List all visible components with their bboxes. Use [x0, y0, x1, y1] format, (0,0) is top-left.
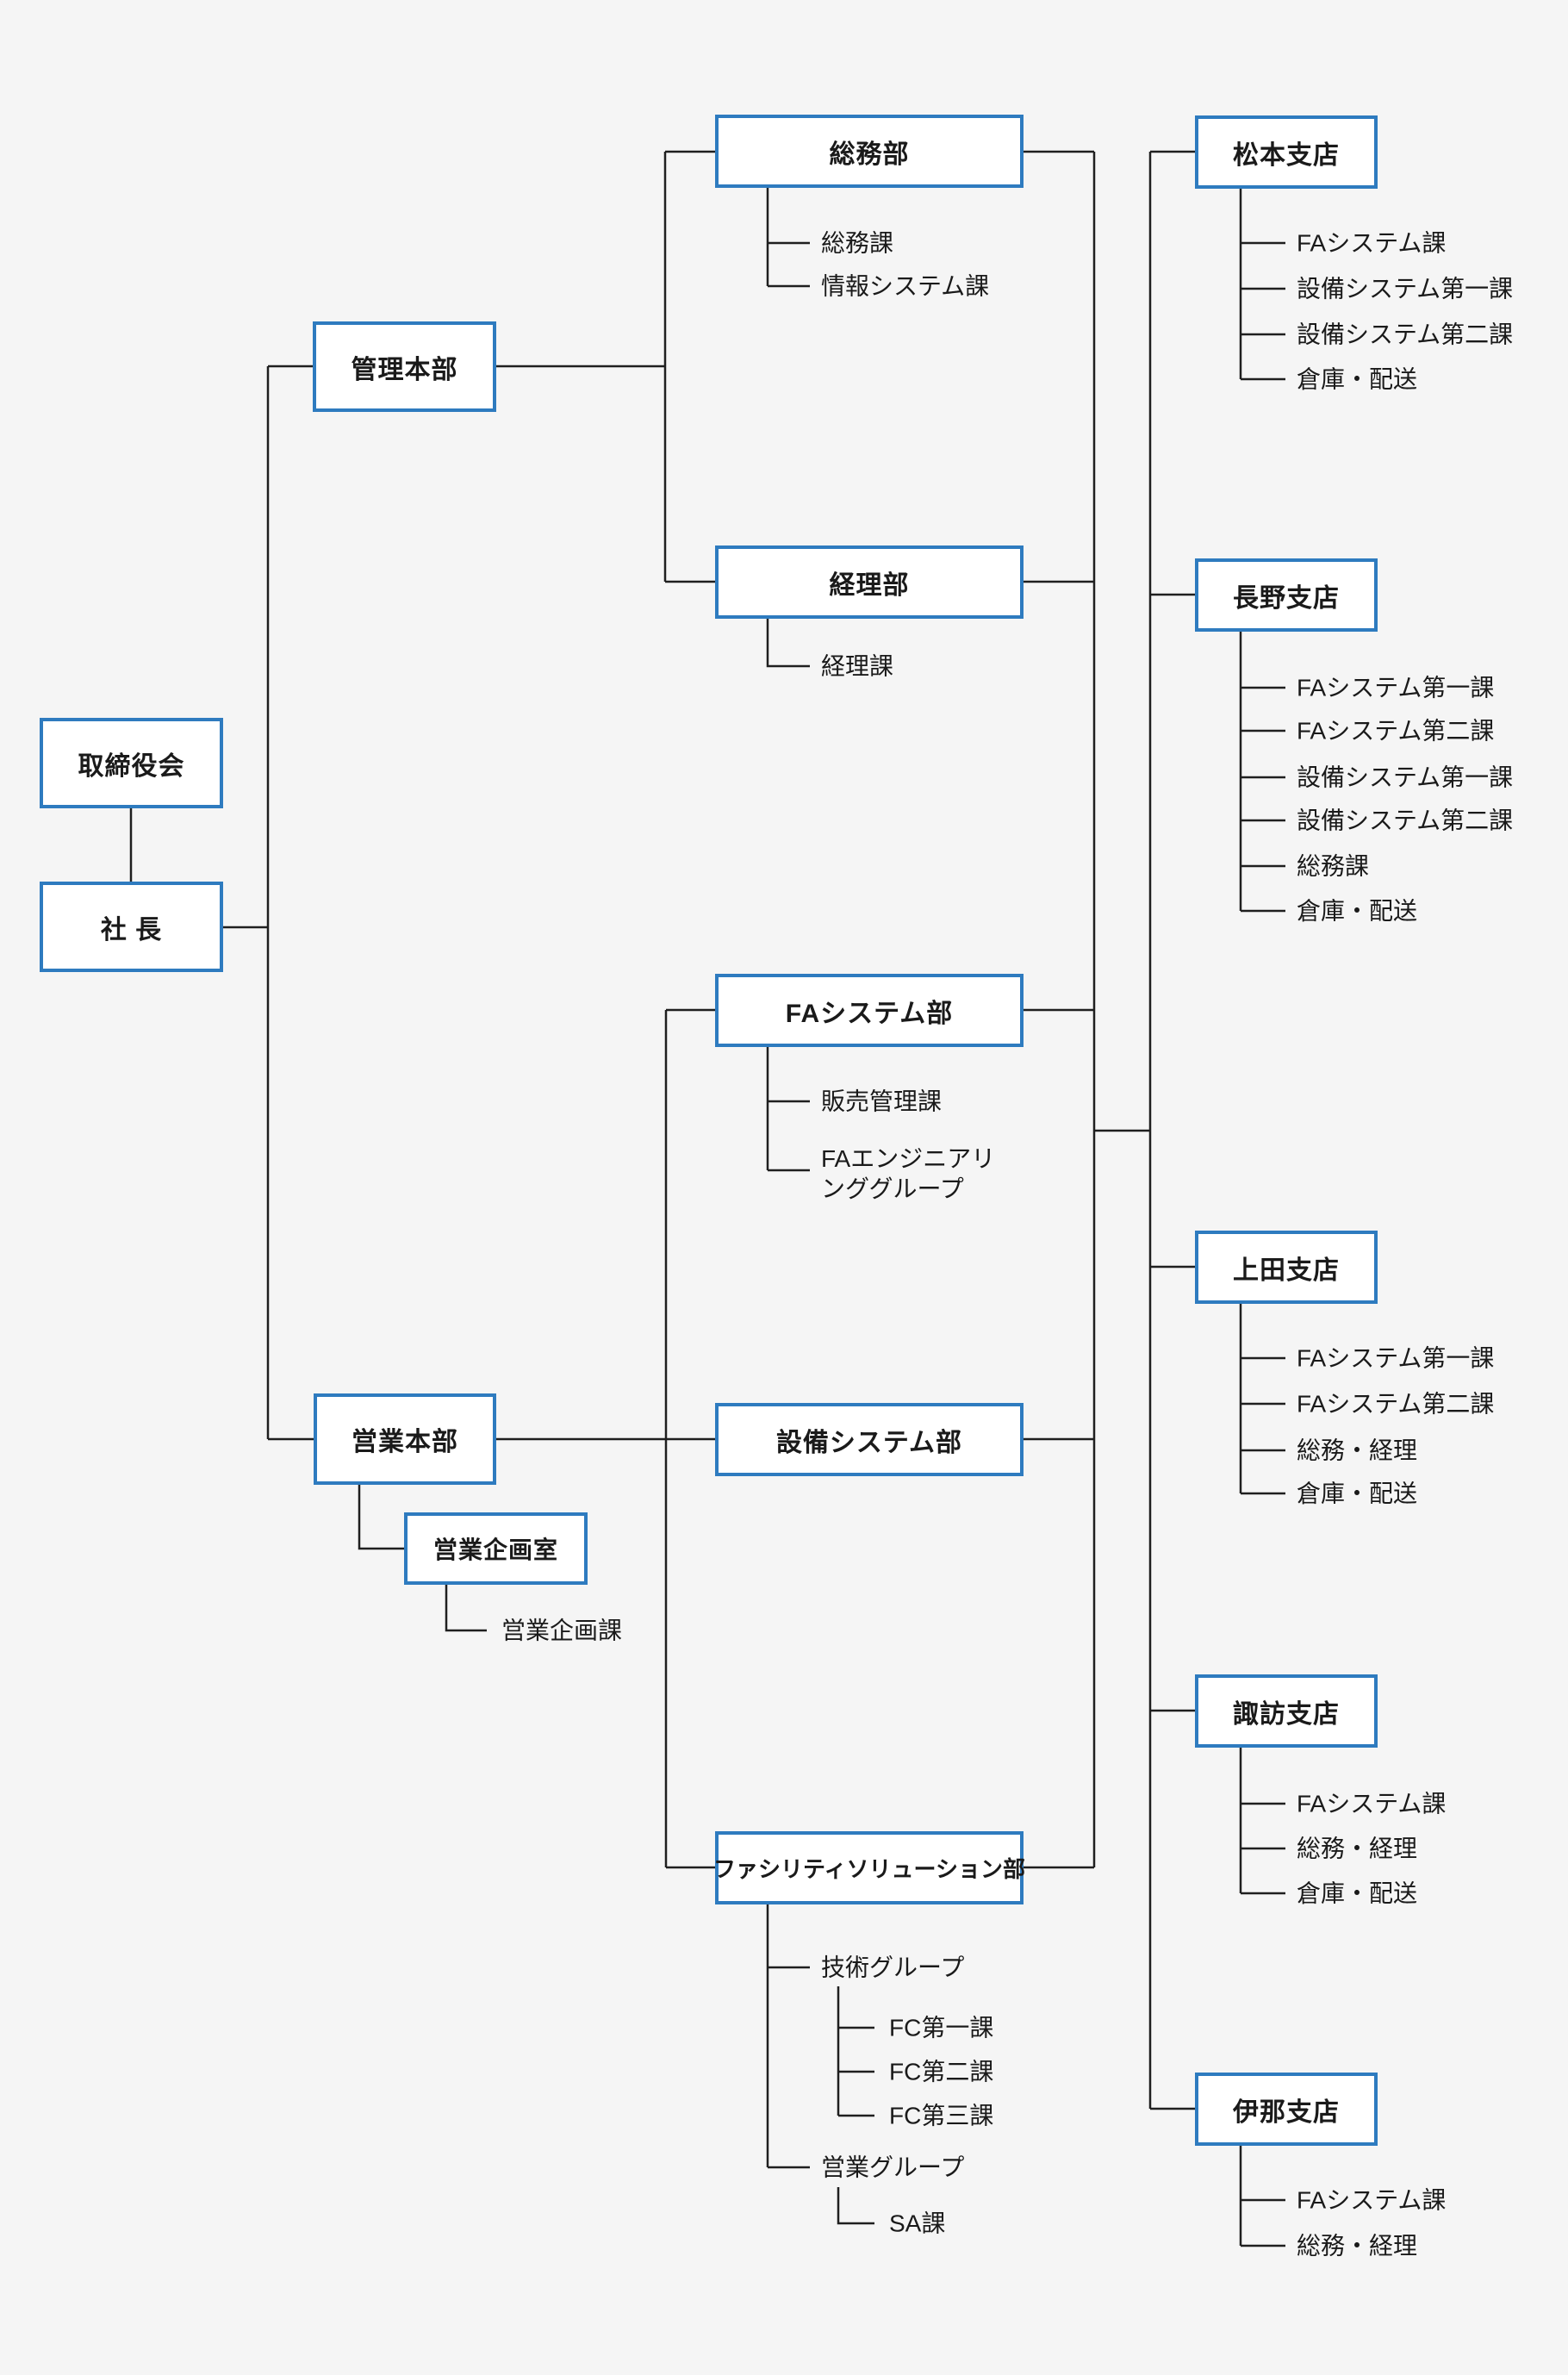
label-branch-child: 設備システム第一課 [1297, 275, 1514, 302]
label-branch-child: FAシステム課 [1297, 1790, 1447, 1817]
label-facility-group-child: FC第二課 [889, 2058, 994, 2085]
label-branch-child: 設備システム第二課 [1297, 321, 1514, 348]
label-soumu-child: 情報システム課 [821, 272, 990, 300]
label-branch-child: 倉庫・配送 [1297, 1480, 1418, 1507]
label-branch-child: 倉庫・配送 [1297, 365, 1418, 393]
label-facility-group: 技術グループ [821, 1954, 965, 1981]
label-branch-child: FAシステム課 [1297, 2186, 1447, 2214]
node-branch-ina: 伊那支店 [1195, 2073, 1378, 2146]
label-facility-group-child: FC第一課 [889, 2014, 994, 2042]
node-dept-setsubi-system: 設備システム部 [715, 1403, 1024, 1476]
node-branch-nagano: 長野支店 [1195, 558, 1378, 632]
label-branch-child: 総務・経理 [1297, 2232, 1418, 2260]
label-branch-child: FAシステム課 [1297, 229, 1447, 257]
node-admin-hq: 管理本部 [313, 321, 496, 412]
label-soumu-child: 総務課 [821, 229, 894, 257]
label-sales-planning-section: 営業企画課 [501, 1617, 623, 1644]
node-branch-ueda: 上田支店 [1195, 1231, 1378, 1304]
node-dept-keiri: 経理部 [715, 545, 1024, 619]
node-sales-hq: 営業本部 [314, 1393, 496, 1485]
label-fa-child: 販売管理課 [821, 1088, 943, 1115]
label-facility-group-child: SA課 [889, 2210, 946, 2237]
label-facility-group-child: FC第三課 [889, 2102, 994, 2129]
node-president: 社 長 [40, 882, 223, 972]
label-facility-group: 営業グループ [821, 2154, 965, 2181]
node-branch-matsumoto: 松本支店 [1195, 115, 1378, 189]
label-branch-child: FAシステム第二課 [1297, 1390, 1495, 1418]
label-branch-child: 総務課 [1297, 852, 1370, 880]
label-branch-child: 設備システム第二課 [1297, 807, 1514, 834]
label-branch-child: 倉庫・配送 [1297, 1879, 1418, 1907]
label-branch-child: FAシステム第一課 [1297, 1344, 1495, 1372]
node-dept-fa-system: FAシステム部 [715, 974, 1024, 1047]
node-branch-suwa: 諏訪支店 [1195, 1674, 1378, 1748]
label-keiri-child: 経理課 [821, 652, 894, 680]
label-branch-child: FAシステム第一課 [1297, 674, 1495, 701]
label-fa-child: FAエンジニアリンググループ [821, 1145, 996, 1202]
node-board: 取締役会 [40, 718, 223, 808]
label-branch-child: 総務・経理 [1297, 1437, 1418, 1464]
label-branch-child: 総務・経理 [1297, 1835, 1418, 1862]
label-branch-child: FAシステム第二課 [1297, 717, 1495, 745]
node-dept-facility-solution: ファシリティソリューション部 [713, 1831, 1025, 1904]
label-branch-child: 倉庫・配送 [1297, 897, 1418, 925]
node-sales-planning-office: 営業企画室 [404, 1512, 588, 1585]
label-branch-child: 設備システム第一課 [1297, 764, 1514, 791]
node-dept-soumu: 総務部 [715, 115, 1024, 188]
